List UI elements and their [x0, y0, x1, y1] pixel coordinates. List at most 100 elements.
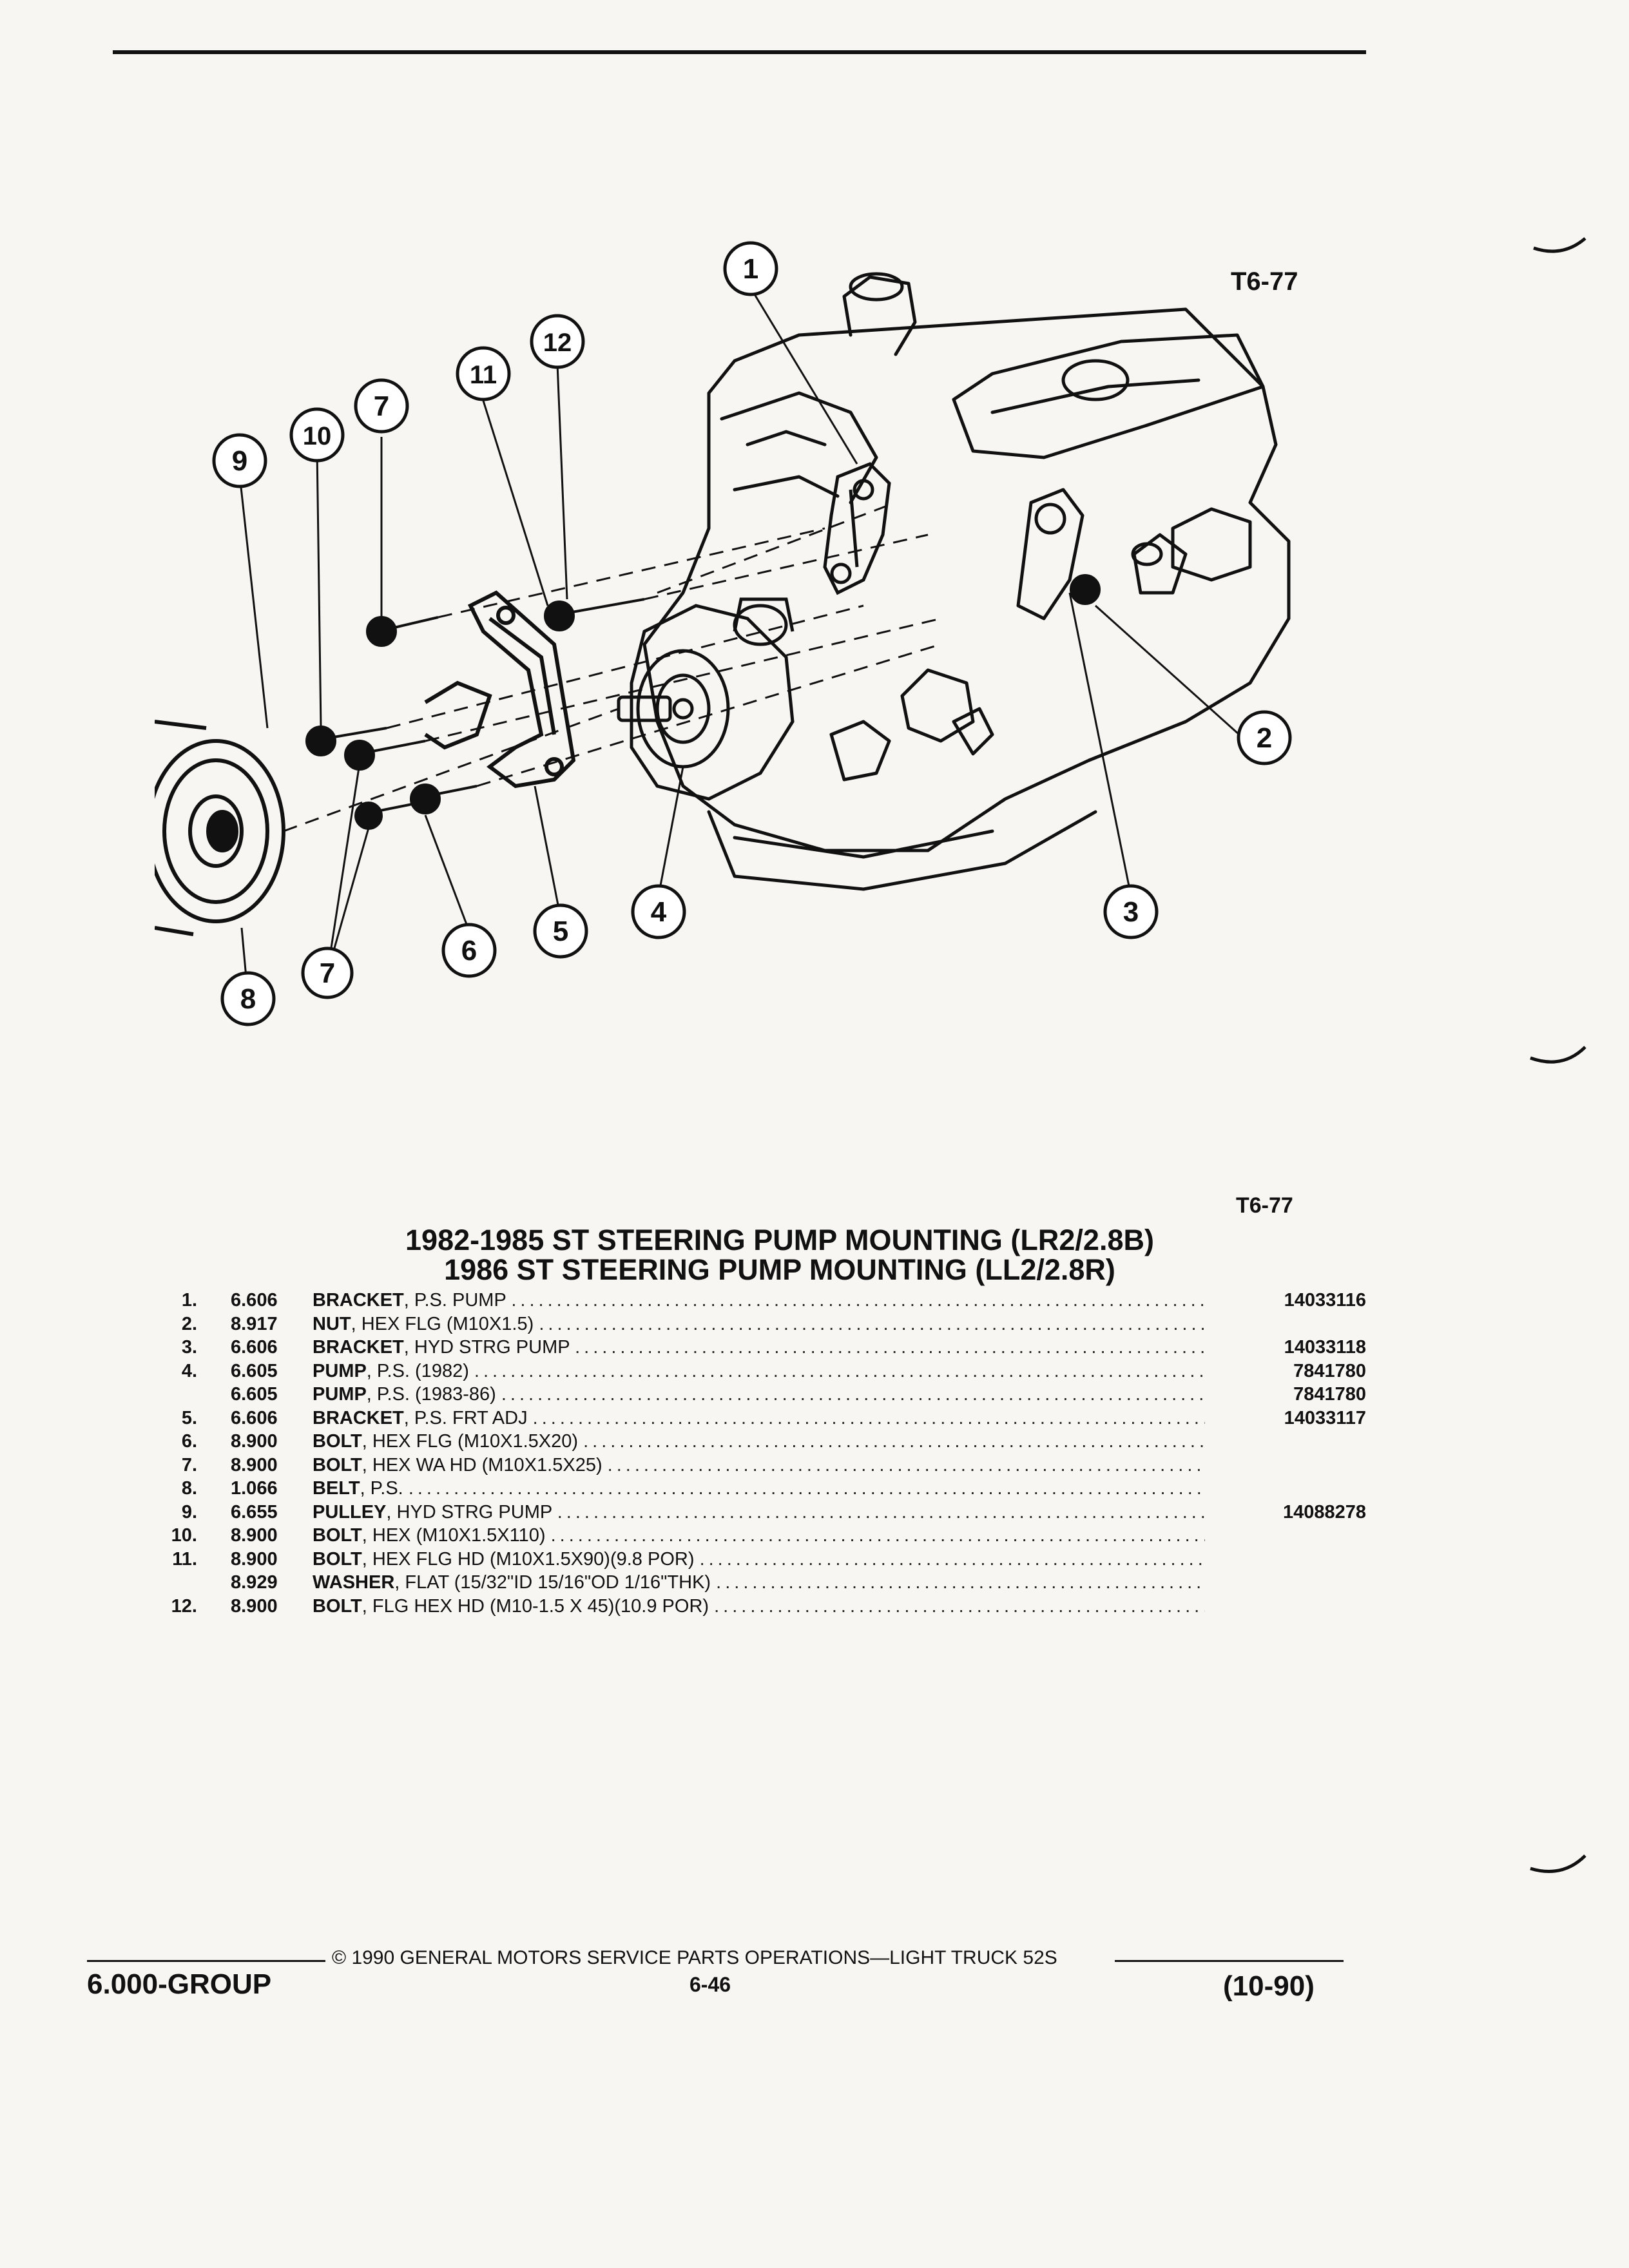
part-detail: , P.S. FRT ADJ	[403, 1407, 528, 1428]
group-number: 6.606	[231, 1290, 278, 1311]
part-name: BRACKET	[313, 1407, 404, 1428]
part-detail: , HEX (M10X1.5X110)	[361, 1525, 546, 1546]
callout-9: 9	[232, 445, 247, 477]
revision-date: (10-90)	[1223, 1970, 1315, 2002]
part-name: BOLT	[313, 1525, 362, 1546]
item-number: 6.	[181, 1431, 197, 1452]
group-number: 8.900	[231, 1595, 278, 1617]
item-number: 7.	[181, 1454, 197, 1475]
callout-5: 5	[553, 916, 568, 947]
callout-11: 11	[470, 361, 497, 389]
part-name: BOLT	[313, 1548, 362, 1570]
group-number: 8.900	[231, 1454, 278, 1475]
scan-mark	[1533, 237, 1586, 253]
part-detail: , FLAT (15/32"ID 15/16"OD 1/16"THK)	[394, 1572, 711, 1593]
part-detail: , P.S. (1982)	[366, 1360, 469, 1381]
part-detail: , HEX WA HD (M10X1.5X25)	[361, 1454, 602, 1475]
group-label: 6.000-GROUP	[87, 1968, 272, 2000]
part-description: BOLT, HEX (M10X1.5X110) ................…	[313, 1524, 1205, 1548]
parts-row: 1. 6.606 BRACKET, P.S. PUMP ..............…	[155, 1289, 1379, 1312]
figure-code: T6-77	[1231, 267, 1298, 296]
item-number: 9.	[181, 1501, 197, 1523]
part-detail: , P.S. (1983-86)	[366, 1384, 496, 1405]
leader-lines	[238, 287, 1266, 999]
leader-dots: ........................................…	[575, 1337, 1205, 1358]
callout-12: 12	[543, 329, 572, 357]
copyright-line: © 1990 GENERAL MOTORS SERVICE PARTS OPER…	[332, 1947, 1057, 1968]
callout-6: 6	[461, 935, 477, 966]
title-line-1: 1982-1985 ST STEERING PUMP MOUNTING (LR2…	[405, 1224, 1154, 1256]
part-name: BRACKET	[313, 1290, 404, 1311]
part-description: PULLEY, HYD STRG PUMP ..................…	[313, 1501, 1205, 1524]
item-number: 8.	[181, 1478, 197, 1499]
part-description: BELT, P.S. .............................…	[313, 1477, 1205, 1501]
part-number: 7841780	[1293, 1360, 1366, 1381]
part-name: BOLT	[313, 1431, 362, 1452]
bolt-7-mid	[344, 740, 426, 771]
item-number: 10.	[171, 1525, 197, 1546]
part-description: BOLT, HEX FLG (M10X1.5X20) .............…	[313, 1430, 1205, 1454]
callout-3: 3	[1123, 896, 1139, 928]
bolt-11-12	[544, 598, 645, 631]
part-description: PUMP, P.S. (1982) ......................…	[313, 1360, 1205, 1383]
part-detail: , P.S.	[360, 1478, 403, 1499]
part-description: BOLT, HEX WA HD (M10X1.5X25) ...........…	[313, 1454, 1205, 1477]
bolt-7-lower	[354, 800, 426, 830]
leader-dots: ........................................…	[583, 1431, 1205, 1452]
part-description: BOLT, FLG HEX HD (M10-1.5 X 45)(10.9 POR…	[313, 1595, 1205, 1619]
group-number: 6.655	[231, 1501, 278, 1523]
leader-dots: ........................................…	[511, 1290, 1205, 1311]
scan-mark	[1530, 1046, 1586, 1064]
leader-dots: ........................................…	[539, 1313, 1205, 1334]
leader-dots: ........................................…	[501, 1384, 1205, 1405]
part-detail: , HEX FLG (M10X1.5X20)	[361, 1431, 579, 1452]
callout-10: 10	[303, 422, 332, 450]
item-number: 2.	[181, 1313, 197, 1334]
assembly-lines	[283, 501, 941, 832]
page-number: 6-46	[689, 1973, 731, 1996]
group-number: 6.606	[231, 1407, 278, 1428]
leader-dots: ........................................…	[607, 1454, 1205, 1475]
callout-7-lower: 7	[320, 957, 335, 989]
callout-8: 8	[240, 983, 256, 1015]
bracket-1-illustration	[823, 462, 891, 595]
item-number: 11.	[172, 1548, 197, 1570]
leader-dots: ........................................…	[714, 1595, 1205, 1617]
item-number: 1.	[181, 1290, 197, 1311]
bolt-7-upper	[366, 616, 439, 647]
part-detail: , HEX FLG HD (M10X1.5X90)(9.8 POR)	[361, 1548, 695, 1570]
item-number: 5.	[181, 1407, 197, 1428]
part-description: BRACKET, P.S. PUMP .....................…	[313, 1289, 1205, 1312]
parts-row: 9. 6.655 PULLEY, HYD STRG PUMP ...........…	[155, 1501, 1379, 1524]
pump-illustration	[617, 597, 795, 801]
top-rule	[113, 50, 1366, 54]
part-number: 14033116	[1284, 1290, 1366, 1311]
part-name: NUT	[313, 1313, 351, 1334]
part-description: NUT, HEX FLG (M10X1.5) .................…	[313, 1312, 1205, 1336]
callout-circles	[212, 241, 1292, 1026]
part-detail: , P.S. PUMP	[403, 1290, 506, 1311]
parts-row: 6.605 PUMP, P.S. (1983-86) ..............…	[155, 1383, 1379, 1407]
parts-row: 5. 6.606 BRACKET, P.S. FRT ADJ ...........…	[155, 1407, 1379, 1430]
leader-dots: ........................................…	[716, 1572, 1205, 1593]
leader-dots: ........................................…	[532, 1407, 1205, 1428]
group-number: 6.605	[231, 1384, 278, 1405]
parts-row: 7. 8.900 BOLT, HEX WA HD (M10X1.5X25) ....…	[155, 1454, 1379, 1477]
part-name: BOLT	[313, 1595, 362, 1617]
leader-dots: ........................................…	[699, 1548, 1205, 1570]
group-number: 8.917	[231, 1313, 278, 1334]
part-description: PUMP, P.S. (1983-86) ...................…	[313, 1383, 1205, 1407]
part-name: BOLT	[313, 1454, 362, 1475]
part-number: 7841780	[1293, 1384, 1366, 1405]
footer-rule-right	[1115, 1960, 1344, 1962]
part-name: PUMP	[313, 1360, 367, 1381]
leader-dots: ........................................…	[557, 1501, 1205, 1523]
